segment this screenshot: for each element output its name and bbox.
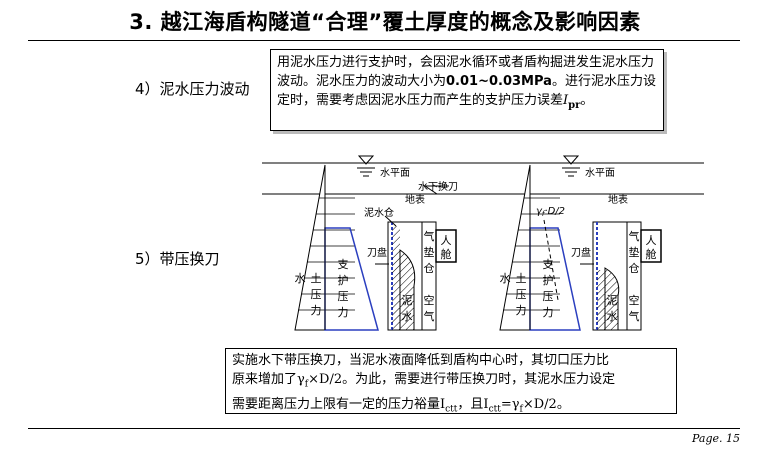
water-level-symbol-left: [357, 155, 375, 165]
change-tool-arrow: [423, 185, 449, 195]
cutter-disc-label-right: 刀盘: [571, 246, 591, 259]
svg-text:仓: 仓: [424, 261, 435, 275]
svg-text:支: 支: [543, 258, 554, 271]
section-4-label: 4）泥水压力波动: [135, 80, 250, 98]
svg-text:人: 人: [441, 234, 452, 247]
svg-text:仓: 仓: [629, 261, 640, 275]
cutter-disc-label-left: 刀盘: [367, 246, 387, 259]
svg-text:支: 支: [338, 258, 349, 271]
svg-text:力: 力: [516, 304, 527, 317]
svg-text:垫: 垫: [424, 245, 435, 259]
ground-label-left: 地表: [405, 193, 425, 206]
svg-text:气: 气: [424, 229, 435, 243]
svg-text:舱: 舱: [441, 247, 452, 261]
svg-text:护: 护: [338, 273, 349, 287]
right-support-pressure: [529, 227, 581, 331]
svg-text:压: 压: [543, 290, 554, 303]
section-5-textbox: 实施水下带压换刀，当泥水液面降低到盾构中心时，其切口压力比 原来增加了γf×D/…: [225, 348, 677, 414]
footer-rule: [28, 428, 740, 429]
slurry-chamber-label: 泥水仓: [364, 206, 394, 219]
svg-text:压: 压: [311, 288, 322, 301]
gamma-d-label: γf·D/2: [536, 206, 565, 218]
section-4-textbox: 用泥水压力进行支护时，会因泥水循环或者盾构掘进发生泥水压力波动。泥水压力的波动大…: [270, 49, 664, 131]
svg-text:舱: 舱: [646, 247, 657, 261]
svg-text:力: 力: [311, 304, 322, 317]
svg-text:空: 空: [629, 293, 640, 307]
water-level-symbol-right: [562, 155, 580, 165]
water-level-label-right: 水平面: [585, 167, 615, 179]
ground-label-right: 地表: [608, 193, 628, 206]
pressure-range-value: 0.01~0.03MPa: [446, 74, 552, 89]
svg-text:力: 力: [543, 306, 554, 319]
svg-text:水: 水: [295, 272, 306, 285]
svg-text:土: 土: [516, 272, 527, 285]
title-rule: [28, 40, 740, 41]
svg-text:力: 力: [338, 306, 349, 319]
svg-text:气: 气: [629, 309, 640, 323]
svg-text:护: 护: [543, 273, 554, 287]
change-tool-label: 水下换刀: [418, 180, 458, 193]
svg-text:土: 土: [311, 272, 322, 285]
svg-text:压: 压: [516, 288, 527, 301]
left-shield-diagram: [294, 164, 457, 331]
page-title: 3. 越江海盾构隧道“合理”覆土厚度的概念及影响因素: [129, 10, 641, 34]
svg-text:气: 气: [424, 309, 435, 323]
svg-text:泥: 泥: [607, 294, 618, 307]
section-5-label: 5）带压换刀: [135, 250, 220, 268]
water-level-label-left: 水平面: [380, 167, 410, 179]
svg-text:空: 空: [424, 293, 435, 307]
svg-text:水: 水: [500, 272, 511, 285]
svg-text:泥: 泥: [402, 294, 413, 307]
svg-text:气: 气: [629, 229, 640, 243]
page-number: Page. 15: [691, 432, 740, 445]
svg-text:水: 水: [402, 310, 413, 323]
svg-text:压: 压: [338, 290, 349, 303]
left-support-pressure: [324, 227, 379, 331]
svg-text:人: 人: [646, 234, 657, 247]
svg-text:垫: 垫: [629, 245, 640, 259]
svg-text:水: 水: [607, 310, 618, 323]
right-shield-diagram: [499, 164, 662, 331]
